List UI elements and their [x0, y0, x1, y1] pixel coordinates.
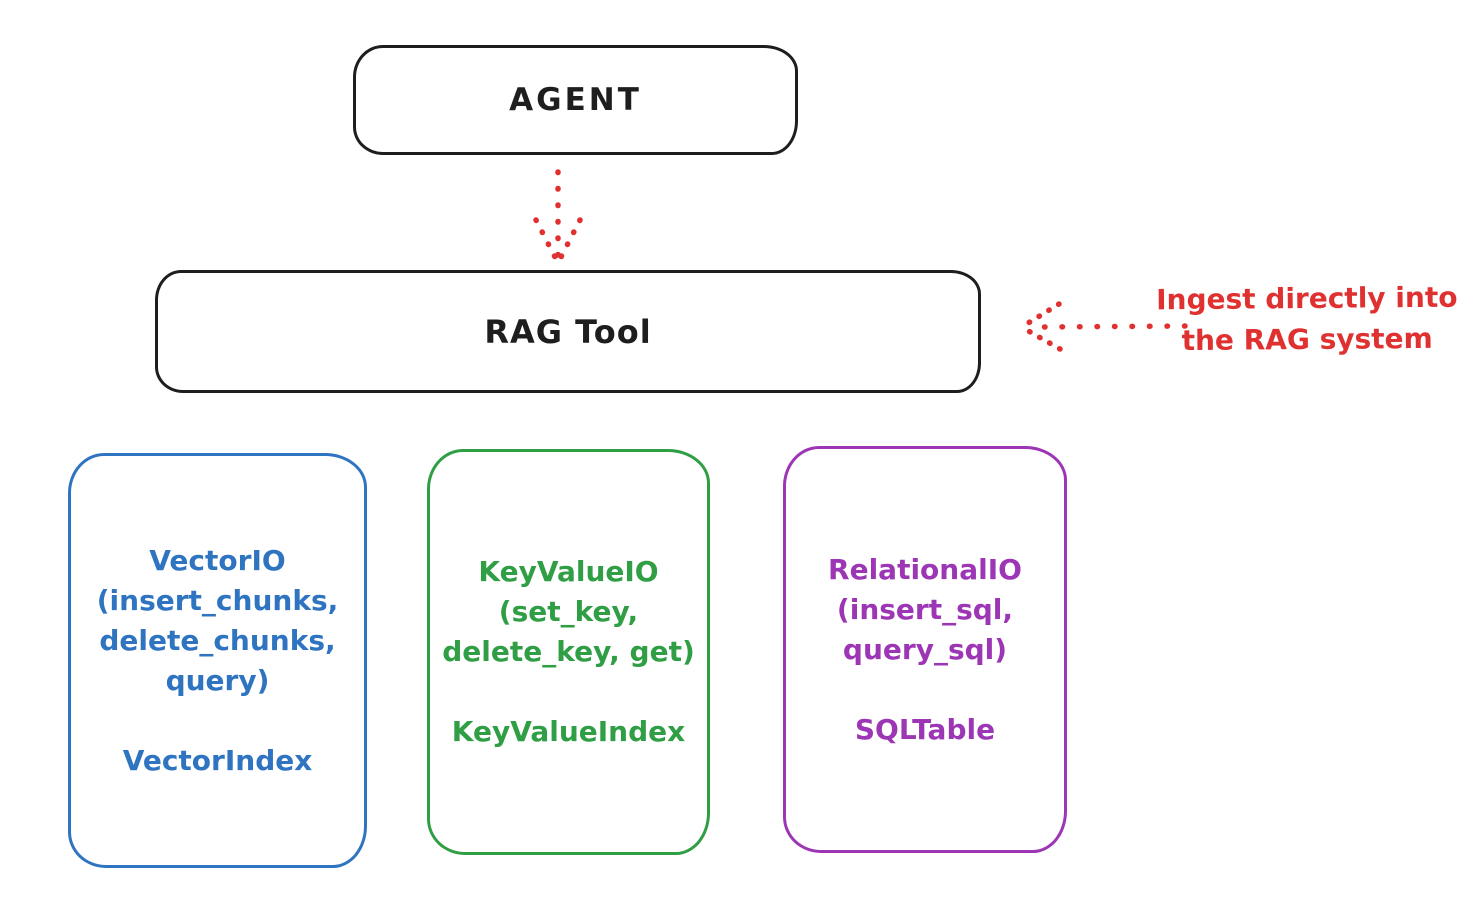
ingest-annotation-line2: the RAG system [1181, 321, 1433, 358]
relational-io-text: RelationalIO (insert_sql, query_sql) [828, 550, 1022, 670]
vector-io-line1: VectorIO [149, 543, 286, 577]
keyvalue-io-line2: (set_key, [498, 595, 639, 628]
relational-io-line3: query_sql) [842, 632, 1008, 666]
agent-label: AGENT [509, 82, 642, 118]
ingest-annotation: Ingest directly into the RAG system [1130, 276, 1484, 361]
relational-io-box: RelationalIO (insert_sql, query_sql) SQL… [783, 446, 1067, 853]
vector-index-label: VectorIndex [122, 743, 313, 777]
rag-tool-box: RAG Tool [155, 270, 981, 393]
relational-io-line2: (insert_sql, [836, 592, 1014, 626]
relational-io-line1: RelationalIO [828, 552, 1022, 586]
relational-index-label: SQLTable [854, 712, 996, 746]
vector-io-text: VectorIO (insert_chunks, delete_chunks, … [97, 541, 339, 701]
agent-box: AGENT [353, 45, 798, 155]
vector-io-box: VectorIO (insert_chunks, delete_chunks, … [68, 453, 367, 868]
keyvalue-io-text: KeyValueIO (set_key, delete_key, get) [442, 552, 695, 672]
keyvalue-io-box: KeyValueIO (set_key, delete_key, get) Ke… [427, 449, 710, 855]
vector-io-line3: delete_chunks, [99, 623, 336, 657]
agent-to-rag-arrow [533, 169, 583, 261]
rag-tool-label: RAG Tool [484, 312, 652, 351]
vector-io-line4: query) [165, 663, 270, 697]
keyvalue-index-label: KeyValueIndex [451, 715, 686, 748]
keyvalue-io-line3: delete_key, get) [442, 635, 695, 668]
ingest-annotation-line1: Ingest directly into [1155, 280, 1458, 317]
keyvalue-io-line1: KeyValueIO [478, 555, 659, 588]
vector-io-line2: (insert_chunks, [96, 583, 339, 617]
